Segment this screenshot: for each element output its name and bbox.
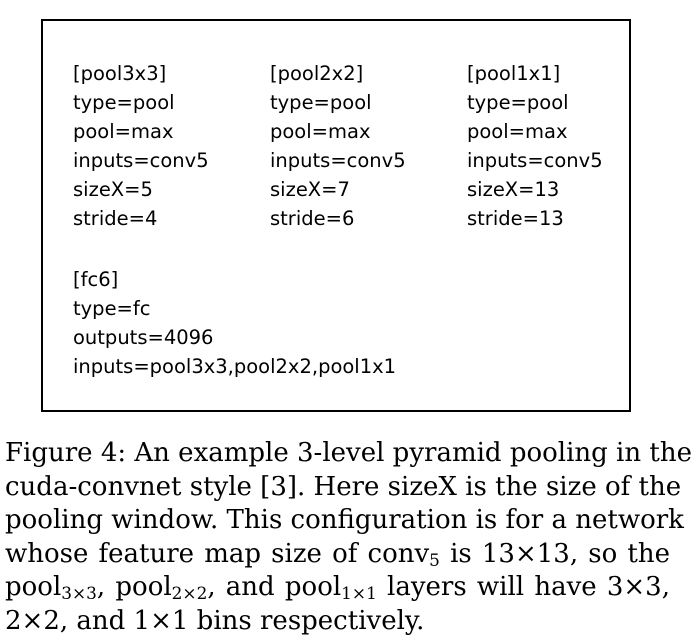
pool3x3-config-block: [pool3x3] type=pool pool=max inputs=conv… bbox=[73, 59, 209, 233]
config-line: stride=4 bbox=[73, 207, 158, 230]
config-line: stride=6 bbox=[270, 207, 355, 230]
caption-text: , and pool bbox=[207, 572, 342, 602]
config-line: [pool2x2] bbox=[270, 62, 364, 85]
config-line: outputs=4096 bbox=[73, 326, 214, 349]
caption-line: cuda-convnet style [3]. Here sizeX is th… bbox=[5, 471, 682, 502]
caption-line: whose feature map size of conv5 is 13×13… bbox=[5, 538, 670, 572]
config-line: inputs=pool3x3,pool2x2,pool1x1 bbox=[73, 355, 397, 378]
caption-line: pool3×3, pool2×2, and pool1×1 layers wil… bbox=[5, 571, 670, 605]
config-line: [pool3x3] bbox=[73, 62, 167, 85]
config-line: sizeX=13 bbox=[467, 178, 560, 201]
caption-subscript: 3×3 bbox=[61, 583, 97, 604]
pool2x2-config-block: [pool2x2] type=pool pool=max inputs=conv… bbox=[270, 59, 406, 233]
caption-subscript: 1×1 bbox=[341, 583, 377, 604]
caption-text: layers will have 3×3, bbox=[376, 572, 670, 602]
config-code-box: [pool3x3] type=pool pool=max inputs=conv… bbox=[41, 19, 631, 412]
config-line: stride=13 bbox=[467, 207, 564, 230]
config-line: type=fc bbox=[73, 297, 151, 320]
config-line: inputs=conv5 bbox=[270, 149, 406, 172]
caption-line: 2×2, and 1×1 bins respectively. bbox=[5, 605, 425, 636]
config-line: type=pool bbox=[73, 91, 175, 114]
fc6-config-block: [fc6] type=fc outputs=4096 inputs=pool3x… bbox=[73, 265, 396, 381]
caption-line: pooling window. This configuration is fo… bbox=[5, 505, 684, 535]
caption-text: pool bbox=[5, 572, 62, 602]
config-line: type=pool bbox=[270, 91, 372, 114]
figure-caption: Figure 4: An example 3-level pyramid poo… bbox=[5, 437, 692, 638]
caption-subscript: 5 bbox=[429, 549, 440, 570]
config-line: pool=max bbox=[270, 120, 371, 143]
config-line: pool=max bbox=[73, 120, 174, 143]
config-line: sizeX=7 bbox=[270, 178, 350, 201]
caption-line: Figure 4: An example 3-level pyramid poo… bbox=[5, 438, 692, 468]
pool1x1-config-block: [pool1x1] type=pool pool=max inputs=conv… bbox=[467, 59, 603, 233]
config-line: [pool1x1] bbox=[467, 62, 561, 85]
caption-text: is 13×13, so the bbox=[439, 538, 670, 569]
config-line: pool=max bbox=[467, 120, 568, 143]
config-line: sizeX=5 bbox=[73, 178, 153, 201]
config-line: [fc6] bbox=[73, 268, 119, 291]
config-line: inputs=conv5 bbox=[73, 149, 209, 172]
config-line: inputs=conv5 bbox=[467, 149, 603, 172]
caption-text: , pool bbox=[96, 572, 172, 602]
caption-text: whose feature map size of conv bbox=[5, 538, 430, 569]
caption-subscript: 2×2 bbox=[171, 583, 208, 604]
config-line: type=pool bbox=[467, 91, 569, 114]
